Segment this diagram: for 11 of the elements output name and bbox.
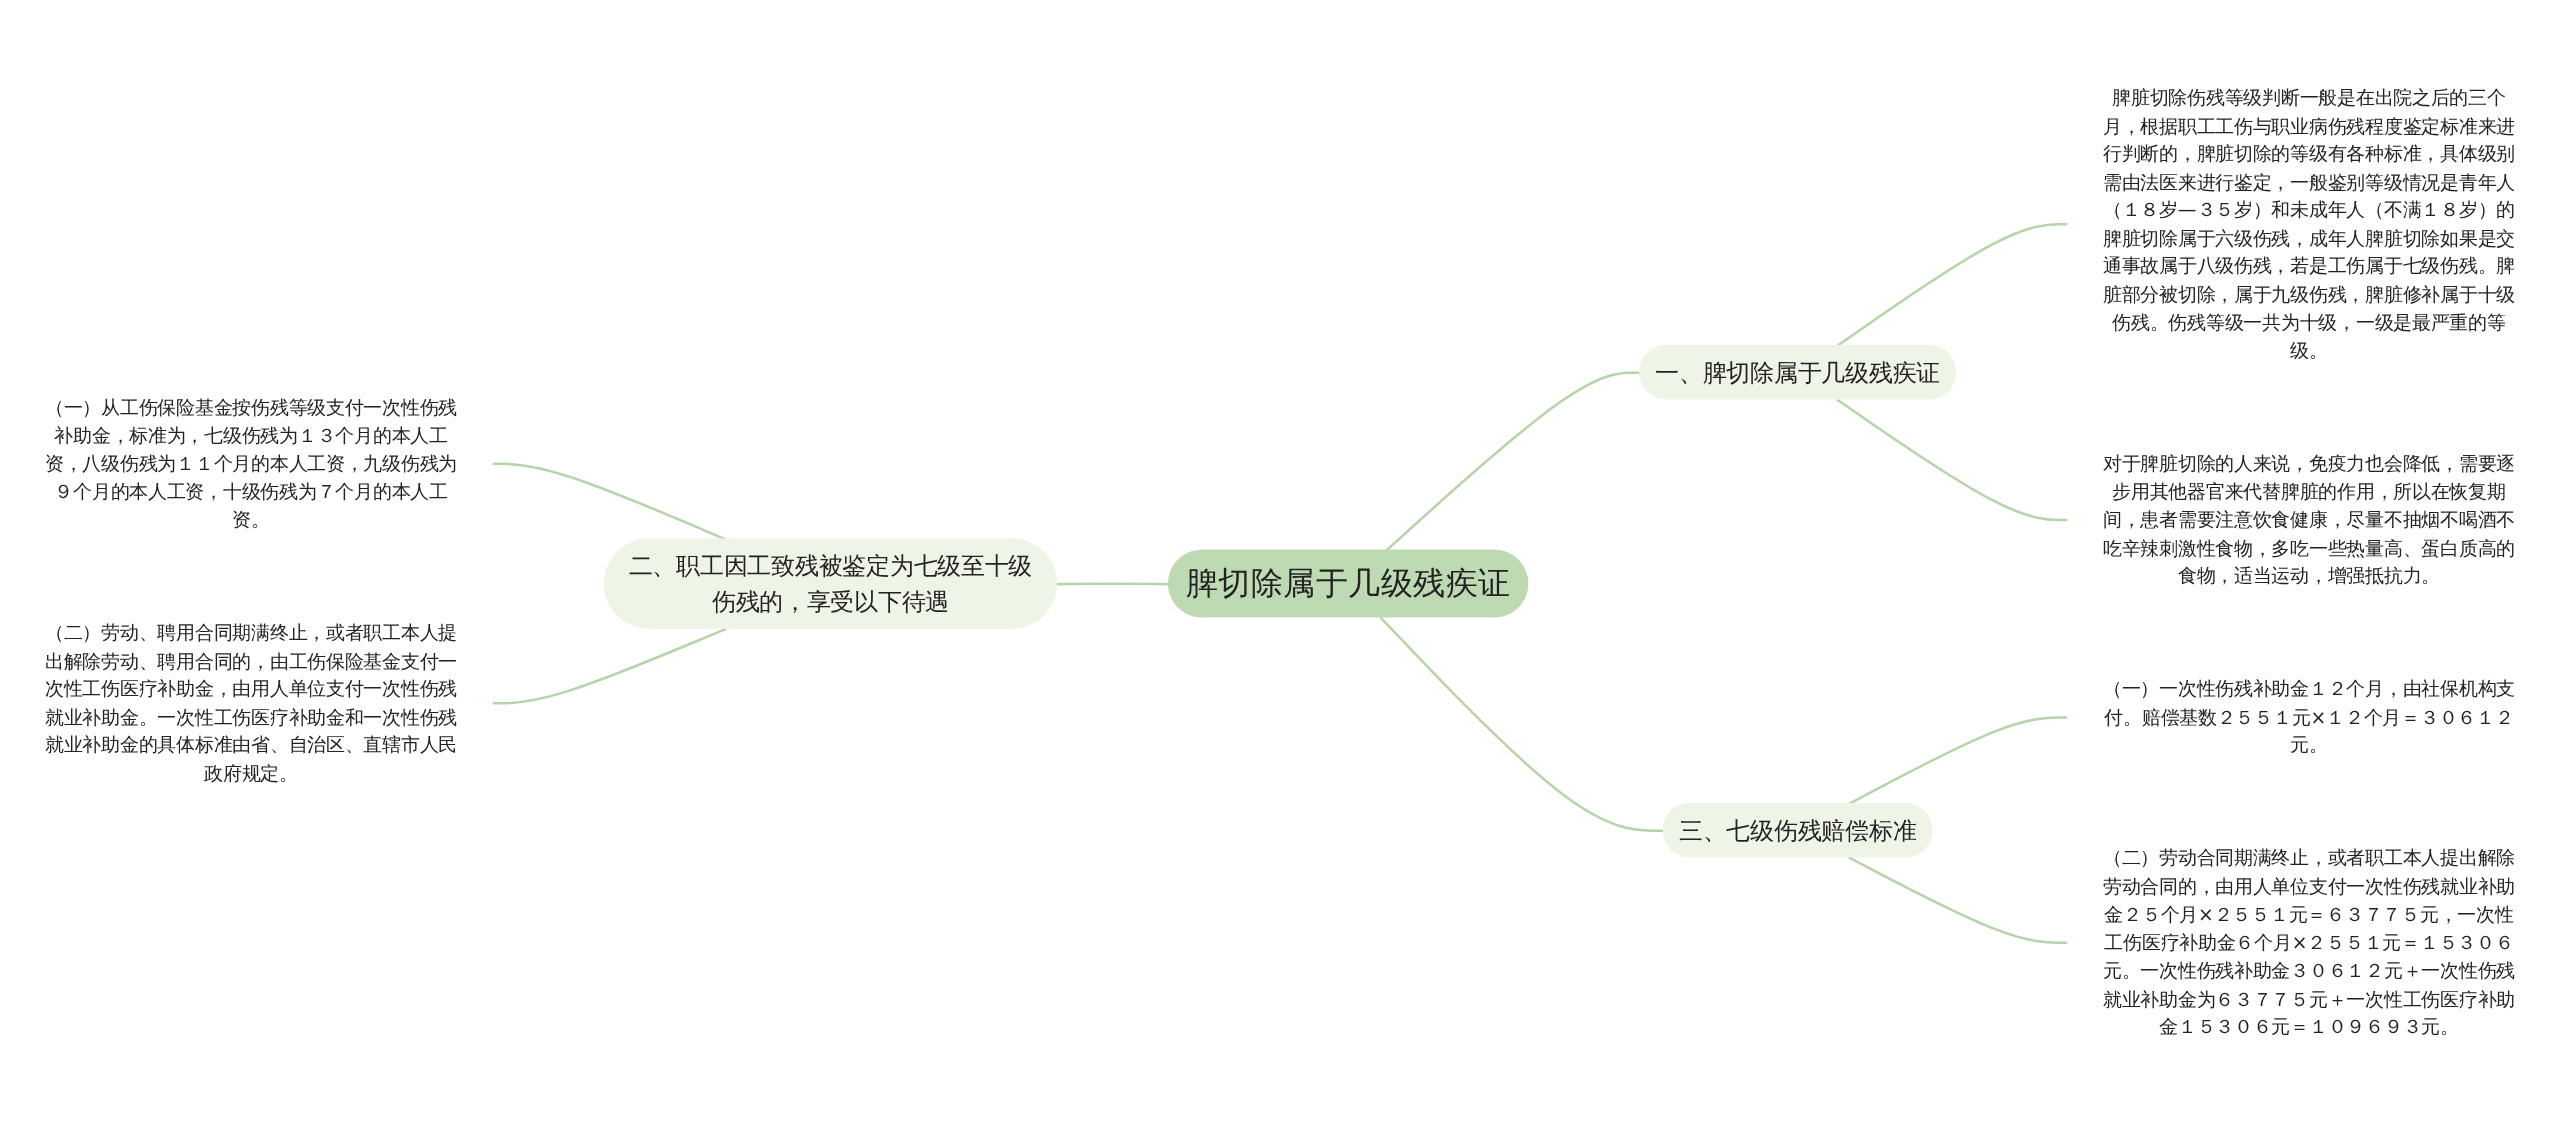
connector — [1848, 856, 2068, 945]
node-text: （一）一次性伤残补助金１２个月，由社保机构支付。赔偿基数２５５１元×１２个月＝３０６１２元。 — [2102, 677, 2516, 757]
node-text: （二）劳动、聘用合同期满终止，或者职工本人提出解除劳动、聘用合同的，由工伤保险基金支付一次性工伤医疗补助金，由用人单位支付一次性伤残就业补助金。一次性工伤医疗补助金和一次性伤残就业补助金的具体标准由省、自治区、直辖市人民政府规定。 — [44, 621, 458, 785]
connector — [492, 627, 728, 705]
node-text: （一）从工伤保险基金按伤残等级支付一次性伤残补助金，标准为，七级伤残为１３个月的本人工资，八级伤残为１１个月的本人工资，九级伤残为９个月的本人工资，十级伤残为７个月的本人工资。 — [44, 396, 458, 531]
connector — [1056, 582, 1170, 586]
node-text: （二）劳动合同期满终止，或者职工本人提出解除劳动合同的，由用人单位支付一次性伤残就业补助金２５个月×２５５１元＝６３７７５元，一次性工伤医疗补助金６个月×２５５１元＝１５３０６元。一次性伤残补助金３０６１２元＋一次性伤残就业补助金为６３７７５元＋一次性工伤医疗补助金１５３０６元＝１０９６９３元。 — [2102, 846, 2516, 1039]
connector — [492, 462, 728, 541]
node-text: 脾脏切除伤残等级判断一般是在出院之后的三个月，根据职工工伤与职业病伤残程度鉴定标准来进行判断的，脾脏切除的等级有各种标准，具体级别需由法医来进行鉴定，一般鉴别等级情况是青年人（１８岁—３５岁）和未成年人（不满１８岁）的脾脏切除属于六级伤残，成年人脾脏切除如果是交通事故属于八级伤残，若是工伤属于七级伤残。脾脏部分被切除，属于九级伤残，脾脏修补属于十级伤残。伤残等级一共为十级，一级是最严重的等级。 — [2102, 86, 2516, 362]
connector — [1836, 398, 2068, 522]
node-text: 对于脾脏切除的人来说，免疫力也会降低，需要逐步用其他器官来代替脾脏的作用，所以在恢复期间，患者需要注意饮食健康，尽量不抽烟不喝酒不吃辛辣刺激性食物，多吃一些热量高、蛋白质高的食物，适当运动，增强抵抗力。 — [2102, 452, 2516, 588]
